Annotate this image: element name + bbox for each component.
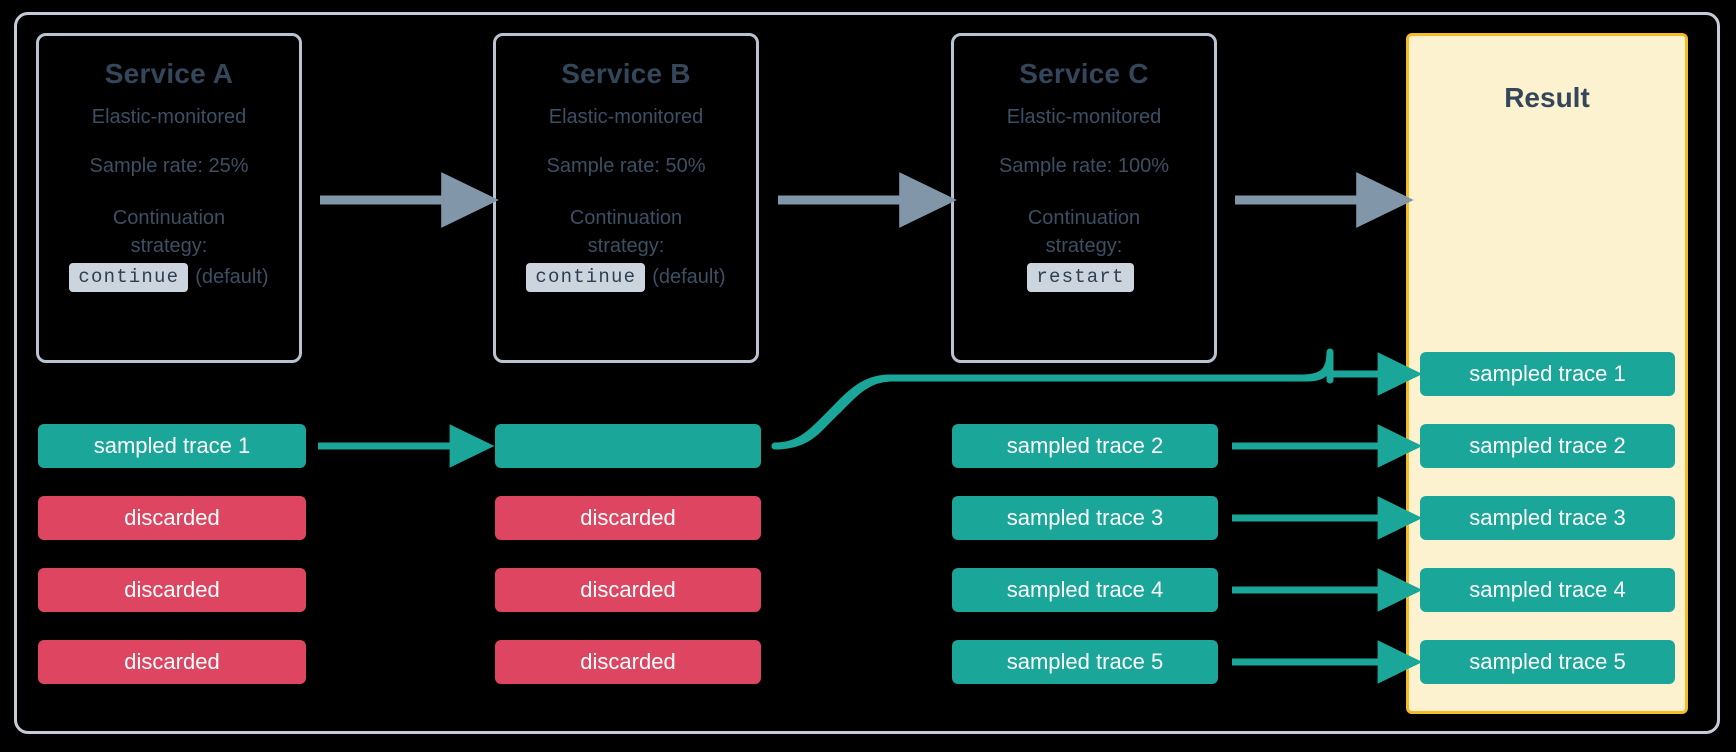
- service-box-b: Service B Elastic-monitored Sample rate:…: [493, 33, 759, 363]
- service-c-strategy-label-line2: strategy:: [1045, 235, 1123, 258]
- result-pill-3: sampled trace 3: [1420, 496, 1675, 540]
- service-b-strategy-label-line2: strategy:: [587, 235, 665, 258]
- trace-pill-label: discarded: [124, 649, 220, 674]
- trace-pill-label: discarded: [124, 505, 220, 530]
- service-b-strategy-note: (default): [652, 265, 726, 288]
- trace-pill-label: discarded: [580, 649, 676, 674]
- trace-pill-label: sampled trace 4: [1469, 577, 1626, 602]
- trace-pill-a-1: sampled trace 1: [38, 424, 306, 468]
- trace-pill-label: sampled trace 1: [93, 433, 251, 458]
- trace-pill-c-3: sampled trace 4: [952, 568, 1218, 612]
- service-a-strategy-label-line1: Continuation: [112, 207, 226, 229]
- service-box-c: Service C Elastic-monitored Sample rate:…: [951, 33, 1217, 363]
- result-pill-1: sampled trace 1: [1420, 352, 1675, 396]
- service-c-subtitle: Elastic-monitored: [1006, 106, 1162, 128]
- service-b-strategy-chip: continue: [526, 262, 646, 292]
- trace-pill-label: discarded: [124, 577, 220, 602]
- trace-pill-label: sampled trace 5: [1006, 649, 1164, 674]
- service-a-title: Service A: [104, 58, 234, 89]
- service-a-strategy-label-line2: strategy:: [130, 235, 208, 258]
- service-b-strategy-value-row: continue (default): [496, 262, 756, 292]
- service-b-strategy-label-line1: Continuation: [569, 207, 683, 229]
- result-pill-4: sampled trace 4: [1420, 568, 1675, 612]
- service-a-strategy-value-row: continue (default): [39, 262, 299, 292]
- service-a-strategy-note: (default): [195, 265, 269, 288]
- trace-pill-label: discarded: [580, 577, 676, 602]
- service-c-strategy-label-line1: Continuation: [1027, 207, 1141, 229]
- trace-pill-a-3: discarded: [38, 568, 306, 612]
- trace-pill-a-4: discarded: [38, 640, 306, 684]
- service-b-title: Service B: [561, 58, 691, 89]
- outer-frame: [14, 12, 1720, 734]
- trace-pill-c-2: sampled trace 3: [952, 496, 1218, 540]
- trace-pill-label: sampled trace 4: [1006, 577, 1164, 602]
- trace-pill-label: sampled trace 2: [1006, 433, 1164, 458]
- trace-pill-label: discarded: [580, 505, 676, 530]
- trace-pill-b-2: discarded: [495, 496, 761, 540]
- trace-pill-c-1: sampled trace 2: [952, 424, 1218, 468]
- service-box-a: Service A Elastic-monitored Sample rate:…: [36, 33, 302, 363]
- trace-pill-b-1: [495, 424, 761, 468]
- service-a-sample-rate: Sample rate: 25%: [89, 155, 249, 177]
- service-c-sample-rate: Sample rate: 100%: [998, 155, 1170, 177]
- service-b-sample-rate: Sample rate: 50%: [546, 155, 706, 177]
- trace-pill-a-2: discarded: [38, 496, 306, 540]
- trace-pill-label: sampled trace 3: [1469, 505, 1626, 530]
- trace-pill-label: sampled trace 5: [1469, 649, 1626, 674]
- service-a-subtitle: Elastic-monitored: [91, 106, 247, 128]
- trace-pill-c-4: sampled trace 5: [952, 640, 1218, 684]
- service-b-subtitle: Elastic-monitored: [548, 106, 704, 128]
- result-pill-2: sampled trace 2: [1420, 424, 1675, 468]
- result-pill-5: sampled trace 5: [1420, 640, 1675, 684]
- trace-pill-b-3: discarded: [495, 568, 761, 612]
- service-a-strategy-chip: continue: [69, 262, 189, 292]
- trace-pill-label: sampled trace 3: [1006, 505, 1164, 530]
- service-c-strategy-value-row: restart: [954, 262, 1214, 292]
- service-c-title: Service C: [1019, 58, 1149, 89]
- service-c-strategy-label: Continuation strategy:: [954, 204, 1214, 261]
- trace-pill-label: sampled trace 1: [1469, 361, 1626, 386]
- service-a-strategy-label: Continuation strategy:: [39, 204, 299, 261]
- service-b-strategy-label: Continuation strategy:: [496, 204, 756, 261]
- trace-pill-label: sampled trace 2: [1469, 433, 1626, 458]
- service-c-strategy-chip: restart: [1027, 262, 1134, 292]
- result-title: Result: [1504, 82, 1590, 113]
- trace-pill-b-4: discarded: [495, 640, 761, 684]
